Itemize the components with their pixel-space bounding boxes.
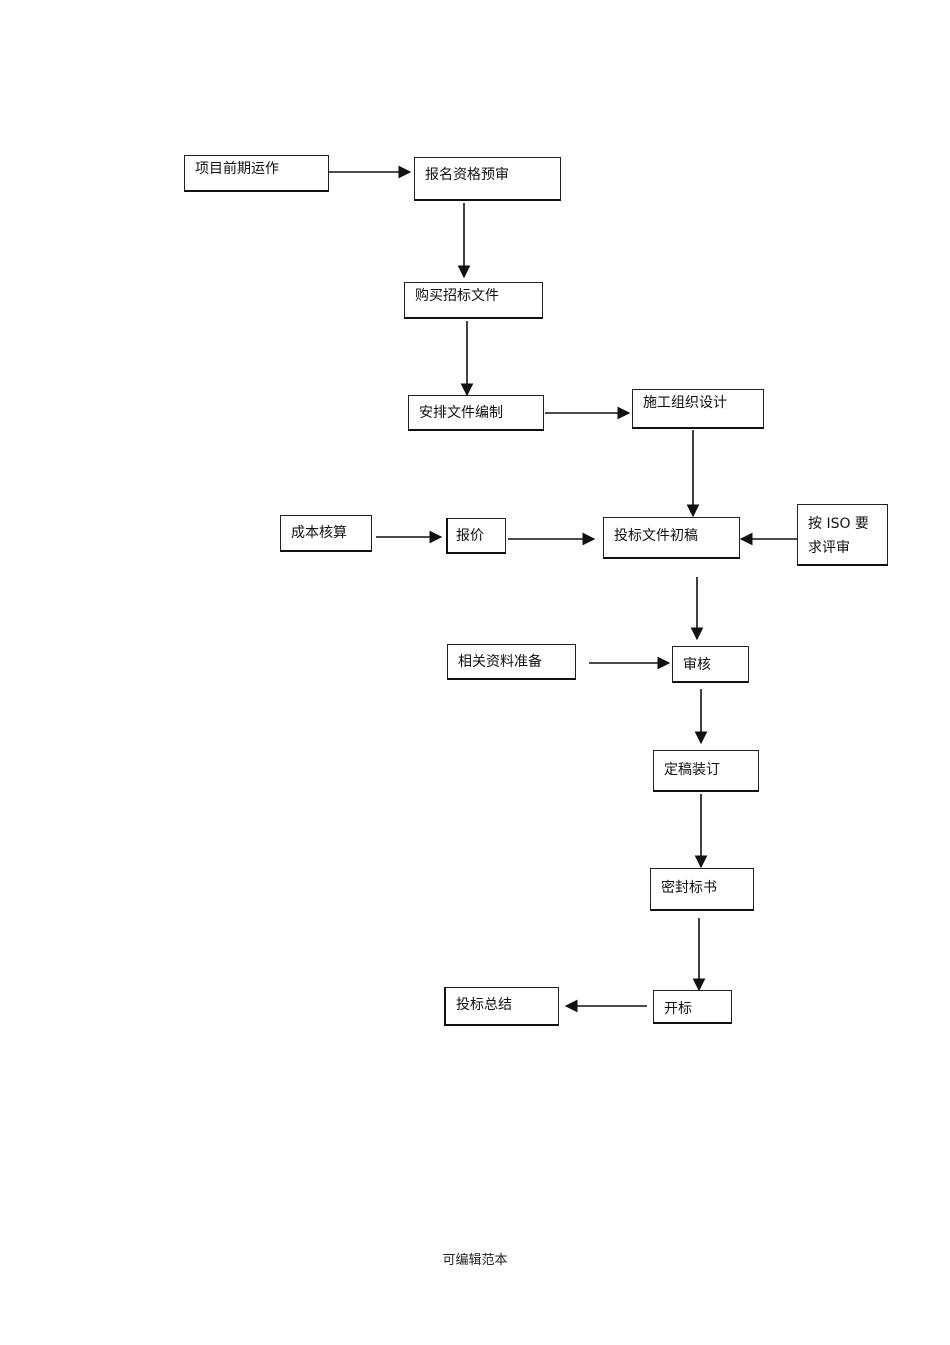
- node-registration: 报名资格预审: [414, 157, 561, 201]
- node-project-early: 项目前期运作: [184, 155, 329, 192]
- node-construction-design: 施工组织设计: [632, 389, 764, 429]
- node-bid-opening: 开标: [653, 990, 732, 1024]
- node-iso-review: 按 ISO 要求评审: [797, 504, 888, 566]
- node-cost-accounting: 成本核算: [280, 515, 372, 552]
- node-finalize-bind: 定稿装订: [653, 750, 759, 792]
- node-bid-draft: 投标文件初稿: [603, 517, 740, 559]
- node-seal-bid: 密封标书: [650, 868, 754, 911]
- node-arrange-docs: 安排文件编制: [408, 395, 544, 431]
- footer-caption: 可编辑范本: [442, 1253, 508, 1268]
- node-quotation: 报价: [446, 518, 506, 554]
- node-related-materials: 相关资料准备: [447, 644, 576, 680]
- node-bid-summary: 投标总结: [444, 987, 559, 1026]
- node-audit: 审核: [672, 646, 749, 683]
- node-buy-docs: 购买招标文件: [404, 282, 543, 319]
